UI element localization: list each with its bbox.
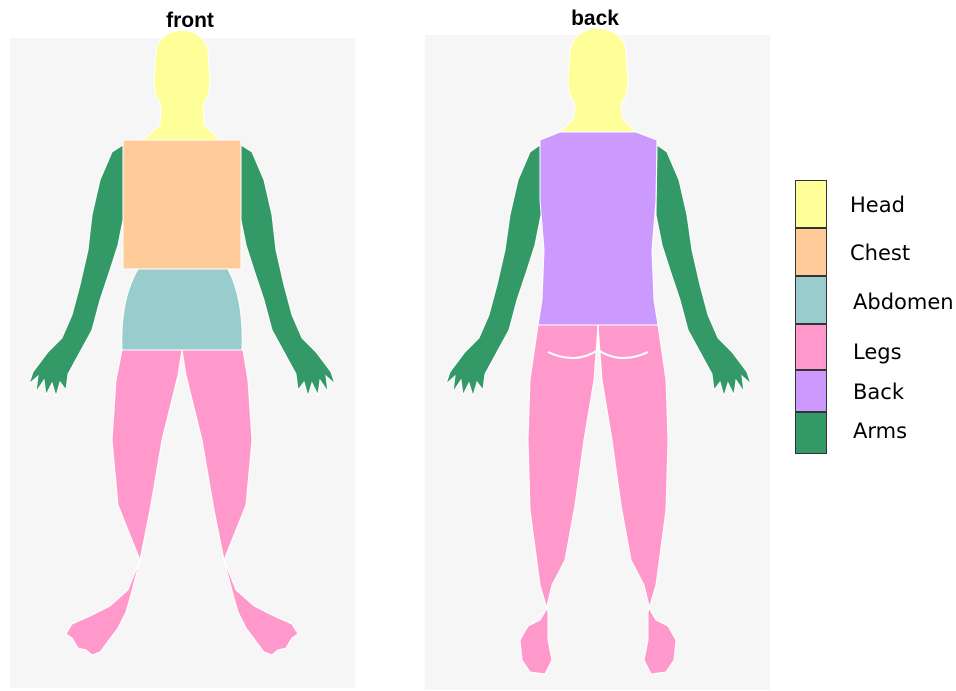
legend-label-legs: Legs <box>853 340 902 364</box>
legend-label-chest: Chest <box>850 241 910 265</box>
back-right-leg <box>598 325 676 674</box>
back-figure <box>446 28 751 674</box>
back-left-arm <box>446 145 541 396</box>
front-right-leg <box>182 350 298 655</box>
legend-swatch-chest <box>795 228 827 276</box>
legend-swatch-abdomen <box>795 276 827 324</box>
back-head <box>560 28 636 132</box>
back-left-leg <box>520 325 598 674</box>
legend-label-abdomen: Abdomen <box>853 290 954 314</box>
front-head <box>143 30 220 140</box>
legend-swatch-legs <box>795 324 827 370</box>
front-right-arm <box>240 145 335 396</box>
front-figure <box>29 30 335 655</box>
front-abdomen <box>122 269 242 350</box>
back-right-arm <box>656 145 751 396</box>
legend-swatch-head <box>795 180 827 228</box>
legend-label-back: Back <box>853 380 904 404</box>
front-left-arm <box>29 145 124 396</box>
legend-swatch-arms <box>795 412 827 454</box>
front-left-leg <box>66 350 182 655</box>
legend-swatch-back <box>795 370 827 412</box>
legend-label-arms: Arms <box>853 419 907 443</box>
back-torso <box>538 132 658 325</box>
front-chest <box>123 140 241 269</box>
legend-label-head: Head <box>850 193 905 217</box>
